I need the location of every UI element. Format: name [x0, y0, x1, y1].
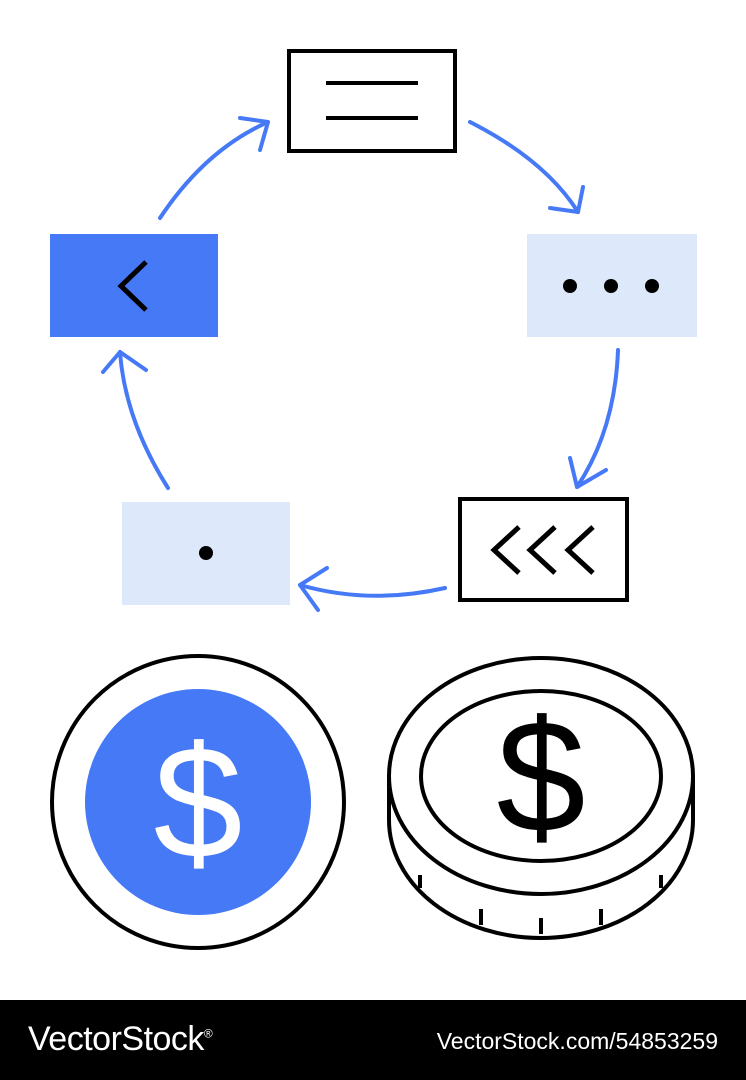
arrow-left-up — [118, 350, 170, 490]
chevron-left-icon — [117, 260, 148, 312]
dollar-coin-stack-icon: $ — [387, 656, 695, 940]
arrow-left-to-top — [158, 120, 270, 220]
cycle-illustration: $ $ — [50, 49, 697, 950]
coin-left-symbol: $ — [154, 713, 243, 892]
step-box-right — [527, 234, 697, 337]
arrowhead-top — [238, 116, 270, 152]
coin-face-outer — [387, 656, 695, 896]
arrow-bottom-to-left — [298, 583, 447, 598]
arrowhead-up — [101, 350, 148, 374]
watermark-footer: VectorStock® VectorStock.com/54853259 — [0, 1000, 746, 1080]
rewind-chevrons-icon — [490, 525, 595, 575]
step-box-bottom-left — [122, 502, 290, 605]
arrowhead-left — [298, 566, 329, 612]
step-box-bottom-right — [458, 497, 629, 602]
dollar-coin-icon: $ — [50, 654, 346, 950]
brand-name: VectorStock — [28, 1020, 204, 1058]
step-box-left — [50, 234, 218, 337]
cycle-arrows — [101, 116, 620, 612]
image-id: VectorStock.com/54853259 — [436, 1028, 718, 1054]
single-dot-icon — [199, 546, 213, 560]
step-box-top — [287, 49, 457, 153]
brand-registered-mark: ® — [203, 1026, 213, 1041]
document-lines-icon — [326, 81, 418, 120]
coin-face-inner — [419, 689, 663, 863]
brand-logo: VectorStock® — [28, 1020, 213, 1059]
arrow-right-to-bottom — [575, 348, 620, 489]
arrowhead-right — [548, 185, 585, 214]
arrow-top-to-right — [468, 120, 580, 214]
coin-right-symbol: $ — [497, 687, 586, 866]
more-dots-icon — [563, 279, 659, 293]
coin-edge-ticks — [418, 875, 663, 934]
arrowhead-bottom — [568, 456, 608, 489]
